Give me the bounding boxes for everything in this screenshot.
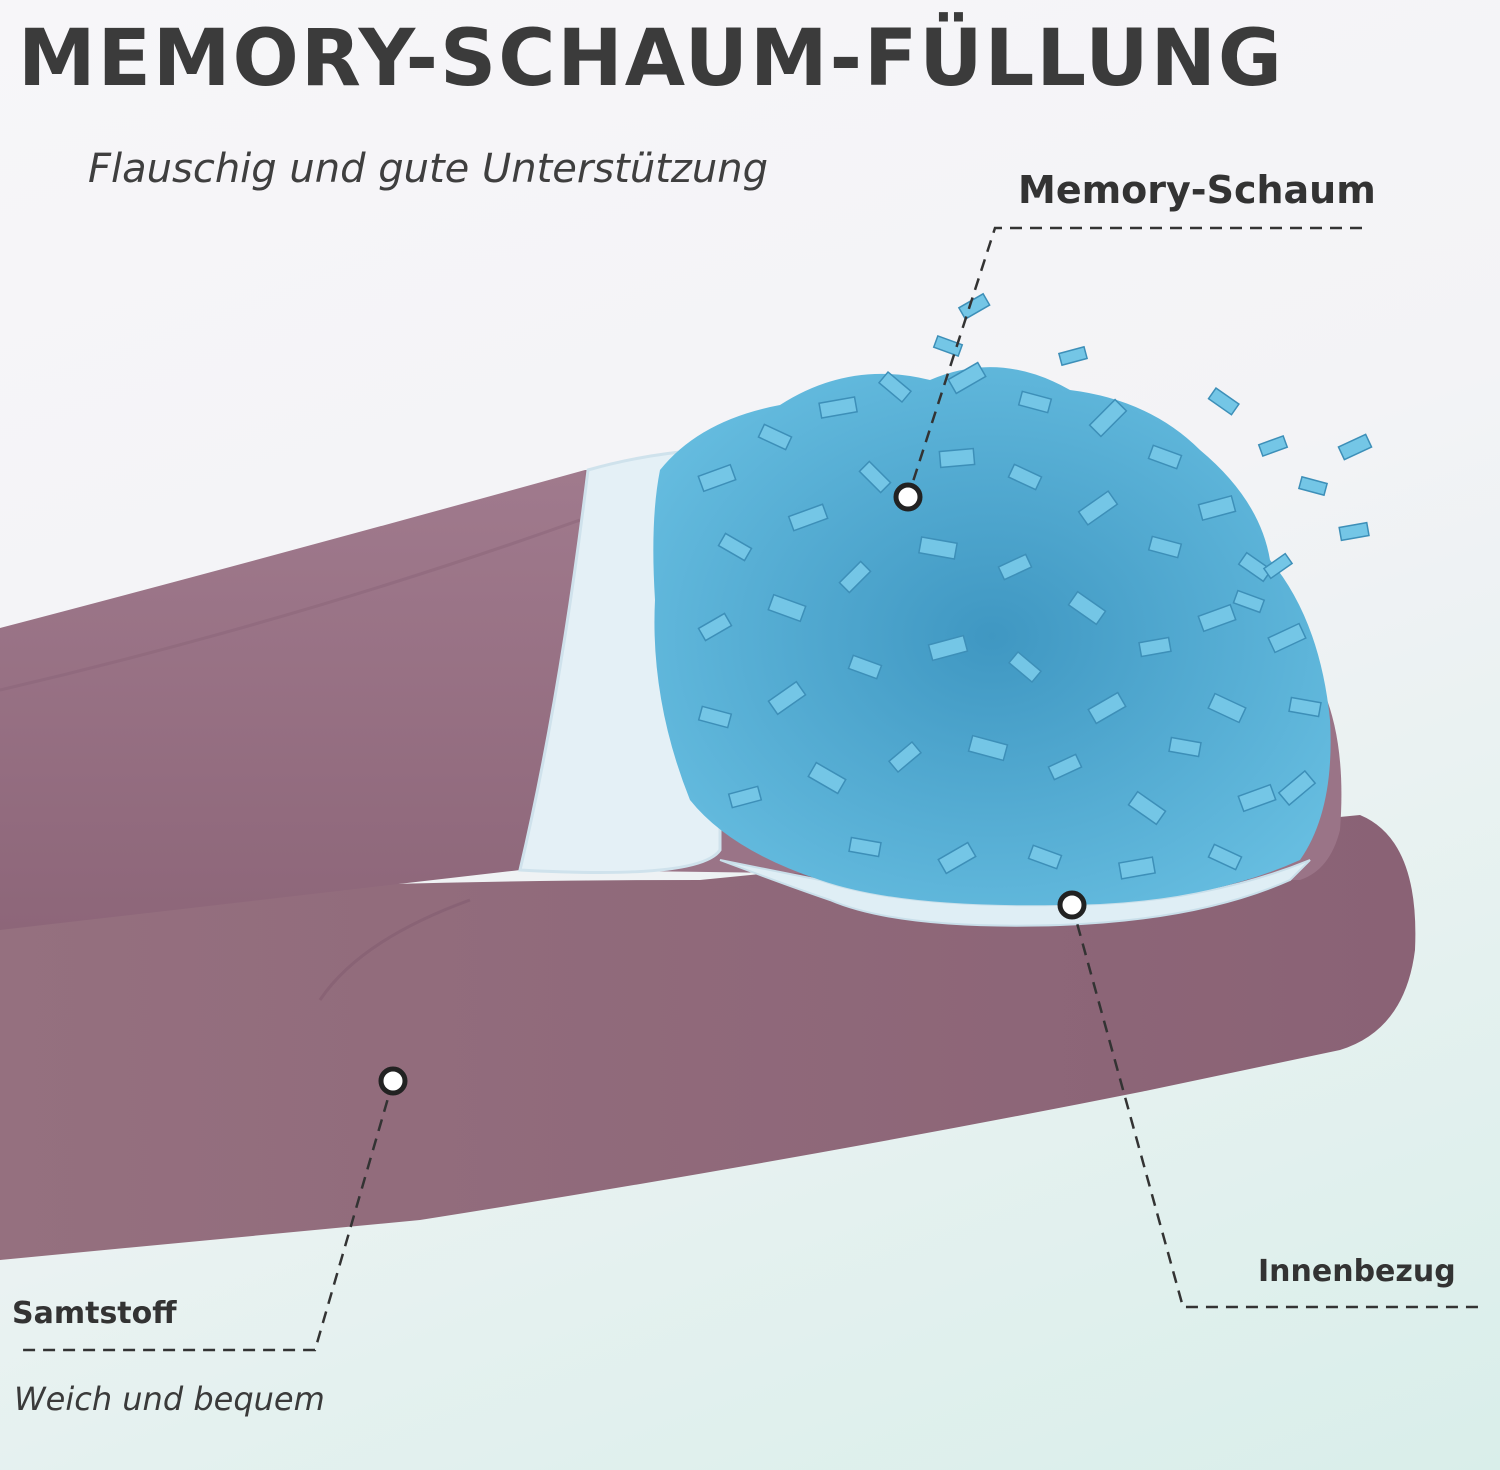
foam-pieces [697,361,1322,880]
callout-dot-inner [1057,890,1087,920]
callout-line-velvet [20,1080,395,1352]
page-subtitle: Flauschig und gute Unterstützung [88,146,768,192]
callout-label-inner-cover: Innenbezug [1258,1254,1456,1289]
callout-label-velvet: Samtstoff [12,1296,177,1331]
callout-caption-velvet: Weich und bequem [14,1380,325,1418]
pillow-upper-body [0,470,640,930]
page-title: MEMORY-SCHAUM-FÜLLUNG [18,14,1284,104]
callout-dot-foam [893,482,923,512]
foam-pieces-flying [932,292,1373,614]
callout-label-foam: Memory-Schaum [1018,168,1376,212]
callout-line-foam [906,226,1362,498]
pillow-lower-body [0,815,1416,1260]
foam-filling [653,367,1331,906]
callout-dot-velvet [378,1066,408,1096]
